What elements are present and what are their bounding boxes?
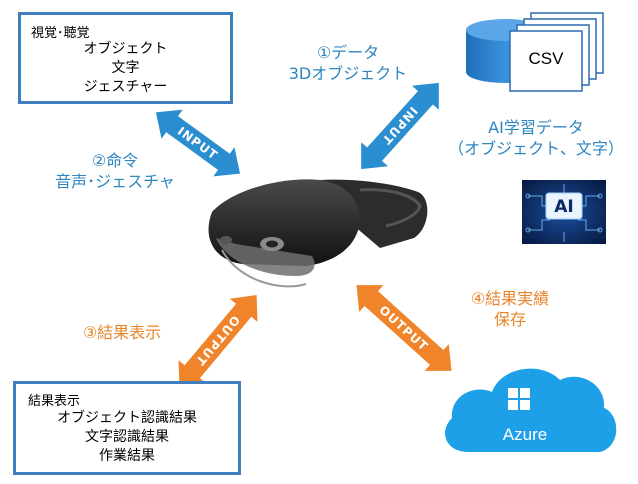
- ai-chip-icon: [522, 180, 606, 244]
- azure-label: Azure: [503, 425, 547, 444]
- save-results-label: ④結果実績 保存: [460, 288, 560, 330]
- input-box-lines: オブジェクト 文字 ジェスチャー: [21, 40, 230, 97]
- data-label-line-2: 3Dオブジェクト: [288, 64, 408, 83]
- output-arrow-right-label: OUTPUT: [376, 303, 431, 354]
- ai-data-label-line-1: AI学習データ: [488, 118, 584, 137]
- result-display-label: ③結果表示: [62, 322, 182, 343]
- input-box-heading: 視覚･聴覚: [31, 26, 90, 41]
- csv-label: CSV: [529, 49, 565, 68]
- result-display-box: 結果表示 オブジェクト認識結果 文字認識結果 作業結果: [13, 381, 241, 475]
- save-label-line-2: 保存: [493, 310, 526, 329]
- input-box-line: ジェスチャー: [83, 79, 168, 95]
- ai-badge-label: AI: [554, 197, 573, 217]
- azure-cloud-icon: [445, 368, 617, 452]
- output-box-line: オブジェクト認識結果: [57, 410, 197, 426]
- command-label: ②命令 音声･ジェスチャ: [50, 150, 180, 192]
- output-box-heading: 結果表示: [28, 394, 81, 409]
- input-box-line: オブジェクト: [83, 41, 168, 57]
- csv-document-stack-icon: [509, 12, 604, 92]
- output-box-lines: オブジェクト認識結果 文字認識結果 作業結果: [16, 409, 238, 466]
- save-label-line-1: ④結果実績: [470, 289, 550, 308]
- input-arrow-right: INPUT: [361, 82, 439, 170]
- windows-logo-icon: [508, 388, 530, 410]
- data-label: ①データ 3Dオブジェクト: [278, 42, 418, 84]
- command-label-line-1: ②命令: [91, 151, 139, 170]
- input-box-line: 文字: [111, 60, 140, 76]
- command-label-line-2: 音声･ジェスチャ: [55, 172, 175, 191]
- ai-data-label-line-2: （オブジェクト、文字）: [448, 139, 624, 158]
- input-senses-box: 視覚･聴覚 オブジェクト 文字 ジェスチャー: [18, 12, 233, 104]
- output-box-line: 文字認識結果: [85, 429, 169, 445]
- result-display-label-line: ③結果表示: [82, 323, 162, 342]
- ai-training-data-label: AI学習データ （オブジェクト、文字）: [446, 117, 626, 159]
- output-box-line: 作業結果: [99, 448, 155, 464]
- data-label-line-1: ①データ: [316, 43, 380, 62]
- output-arrow-right: OUTPUT: [356, 285, 452, 371]
- output-arrow-left-label: OUTPUT: [193, 313, 243, 369]
- hololens-headset-icon: [208, 179, 428, 288]
